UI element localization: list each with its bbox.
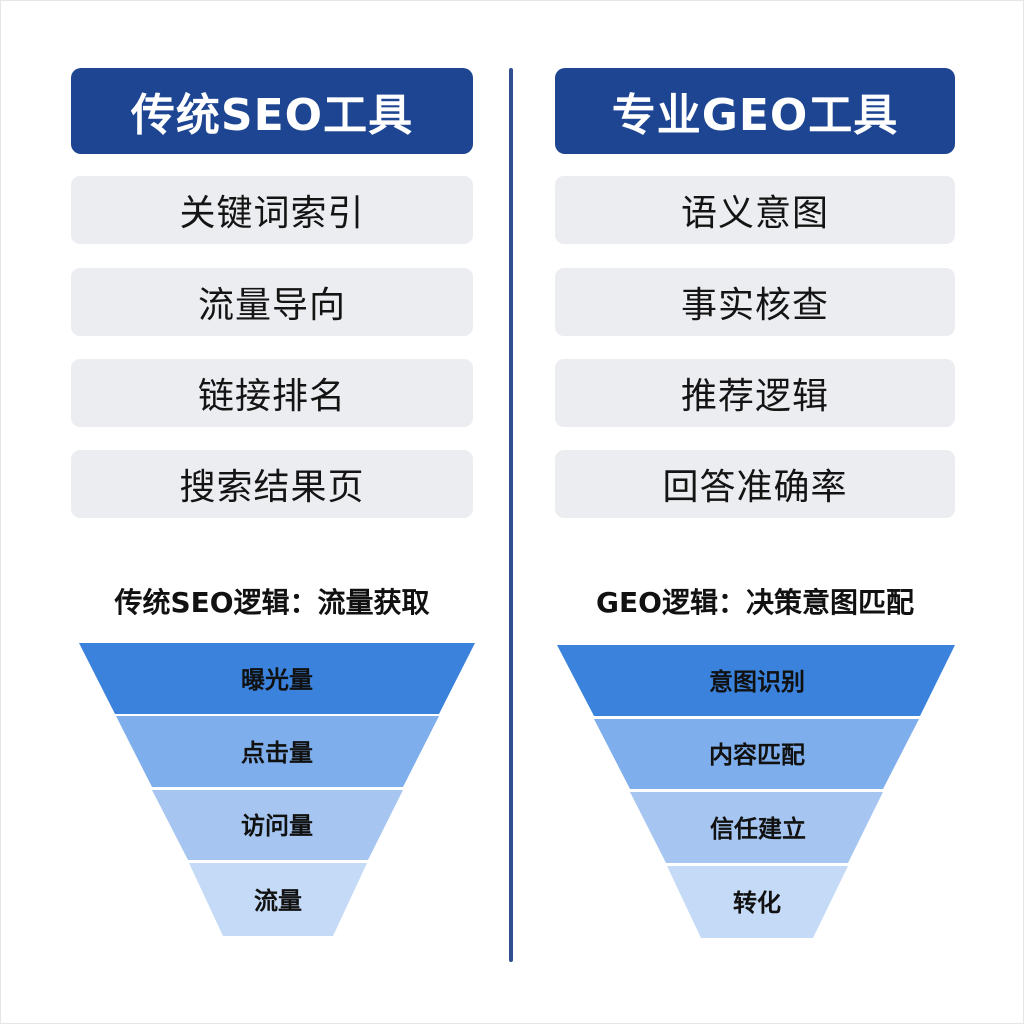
center-divider [509,68,513,962]
left-funnel-level-traffic: 流量 [189,863,367,936]
right-funnel-label-content-match: 内容匹配 [709,741,805,769]
left-item-serp: 搜索结果页 [71,450,473,518]
left-funnel-level-clicks: 点击量 [116,716,439,787]
right-item-fact-check: 事实核查 [555,268,955,336]
right-funnel-label-trust: 信任建立 [710,815,806,843]
right-item-recommendation-logic: 推荐逻辑 [555,359,955,427]
right-item-answer-accuracy: 回答准确率 [555,450,955,518]
right-header: 专业GEO工具 [555,68,955,154]
left-funnel-level-exposure: 曝光量 [79,643,475,714]
left-item-traffic-oriented: 流量导向 [71,268,473,336]
right-logic-caption: GEO逻辑：决策意图匹配 [596,586,914,619]
right-funnel-label-intent-recognition: 意图识别 [709,668,805,696]
left-funnel-level-visits: 访问量 [152,790,403,860]
left-funnel-label-visits: 访问量 [241,812,313,840]
right-funnel-level-conversion: 转化 [667,866,848,938]
right-funnel-level-trust: 信任建立 [630,792,883,863]
left-funnel-label-clicks: 点击量 [241,739,313,767]
left-item-link-ranking: 链接排名 [71,359,473,427]
left-header: 传统SEO工具 [71,68,473,154]
right-funnel-level-intent-recognition: 意图识别 [557,645,955,716]
right-funnel-label-conversion: 转化 [733,889,781,917]
left-item-keyword-index: 关键词索引 [71,176,473,244]
left-funnel-label-traffic: 流量 [254,887,302,915]
right-item-semantic-intent: 语义意图 [555,176,955,244]
left-logic-caption: 传统SEO逻辑：流量获取 [114,586,430,619]
left-funnel-label-exposure: 曝光量 [241,666,313,694]
right-funnel-level-content-match: 内容匹配 [594,719,919,789]
